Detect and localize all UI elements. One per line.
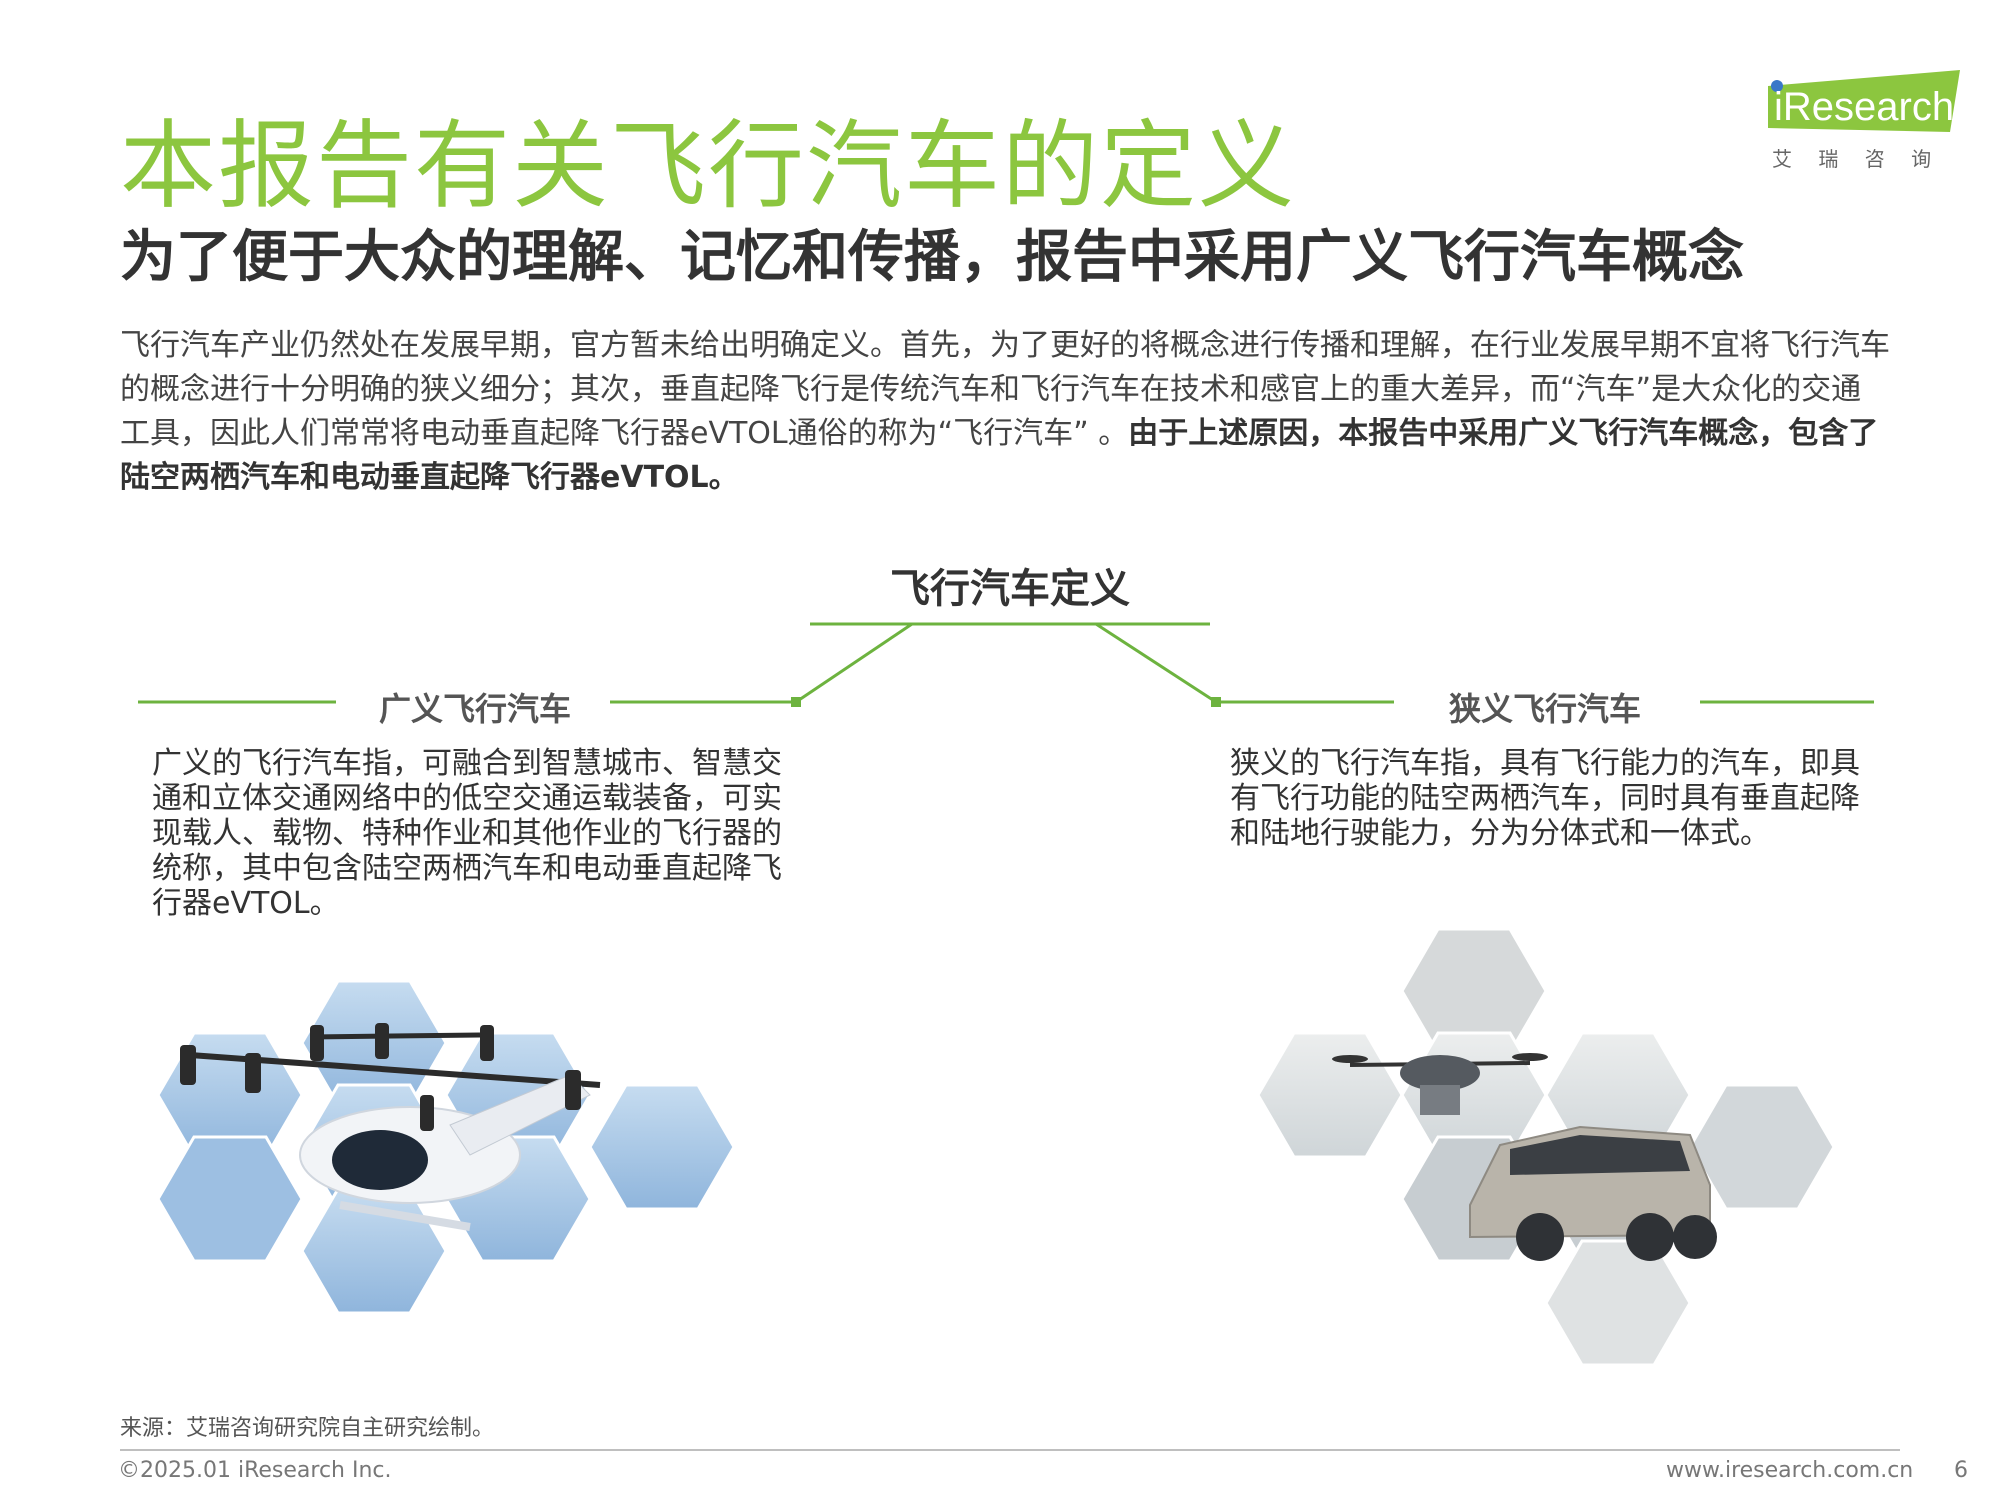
connector-left [795, 622, 913, 704]
website-link[interactable]: www.iresearch.com.cn [1666, 1458, 1914, 1483]
definition-title: 飞行汽车定义 [890, 566, 1130, 612]
evtol-aircraft-icon [156, 979, 736, 1315]
copyright-text: ©2025.01 iResearch Inc. [118, 1458, 392, 1483]
page-number: 6 [1954, 1458, 1968, 1483]
narrow-flying-car-description: 狭义的飞行汽车指，具有飞行能力的汽车，即具有飞行功能的陆空两栖汽车，同时具有垂直… [1230, 746, 1860, 851]
iresearch-logo: iResearch 艾 瑞 咨 询 [1764, 66, 1964, 178]
footer-divider [120, 1449, 1900, 1451]
intro-text: 飞行汽车产业仍然处在发展早期，官方暂未给出明确定义。首先，为了更好的将概念进行传… [120, 328, 1890, 451]
logo-badge-icon: iResearch 艾 瑞 咨 询 [1768, 70, 1960, 171]
connector-dot-left [791, 697, 801, 707]
logo-cn-text: 艾 瑞 咨 询 [1772, 147, 1941, 171]
page-title: 本报告有关飞行汽车的定义 [120, 110, 1296, 222]
page-subtitle: 为了便于大众的理解、记忆和传播，报告中采用广义飞行汽车概念 [120, 225, 1744, 290]
connector-right [1095, 622, 1217, 704]
drone-drawing [1332, 1053, 1548, 1115]
intro-bold-text: 由于上述原因，本报告中采用广义飞行汽车概念，包含了陆空两栖汽车和电动垂直起降飞行… [120, 416, 1879, 495]
intro-paragraph: 飞行汽车产业仍然处在发展早期，官方暂未给出明确定义。首先，为了更好的将概念进行传… [120, 324, 1890, 500]
evtol-drawing [180, 1023, 601, 1231]
car-drawing [1469, 1125, 1717, 1261]
narrow-flying-car-title: 狭义飞行汽车 [1448, 690, 1641, 728]
source-note: 来源：艾瑞咨询研究院自主研究绘制。 [120, 1416, 495, 1441]
logo-text: iResearch [1774, 85, 1954, 129]
flying-car-icon [1256, 927, 1836, 1367]
connector-dot-right [1211, 697, 1221, 707]
broad-flying-car-description: 广义的飞行汽车指，可融合到智慧城市、智慧交通和立体交通网络中的低空交通运载装备，… [152, 746, 782, 921]
broad-flying-car-title: 广义飞行汽车 [378, 690, 571, 728]
